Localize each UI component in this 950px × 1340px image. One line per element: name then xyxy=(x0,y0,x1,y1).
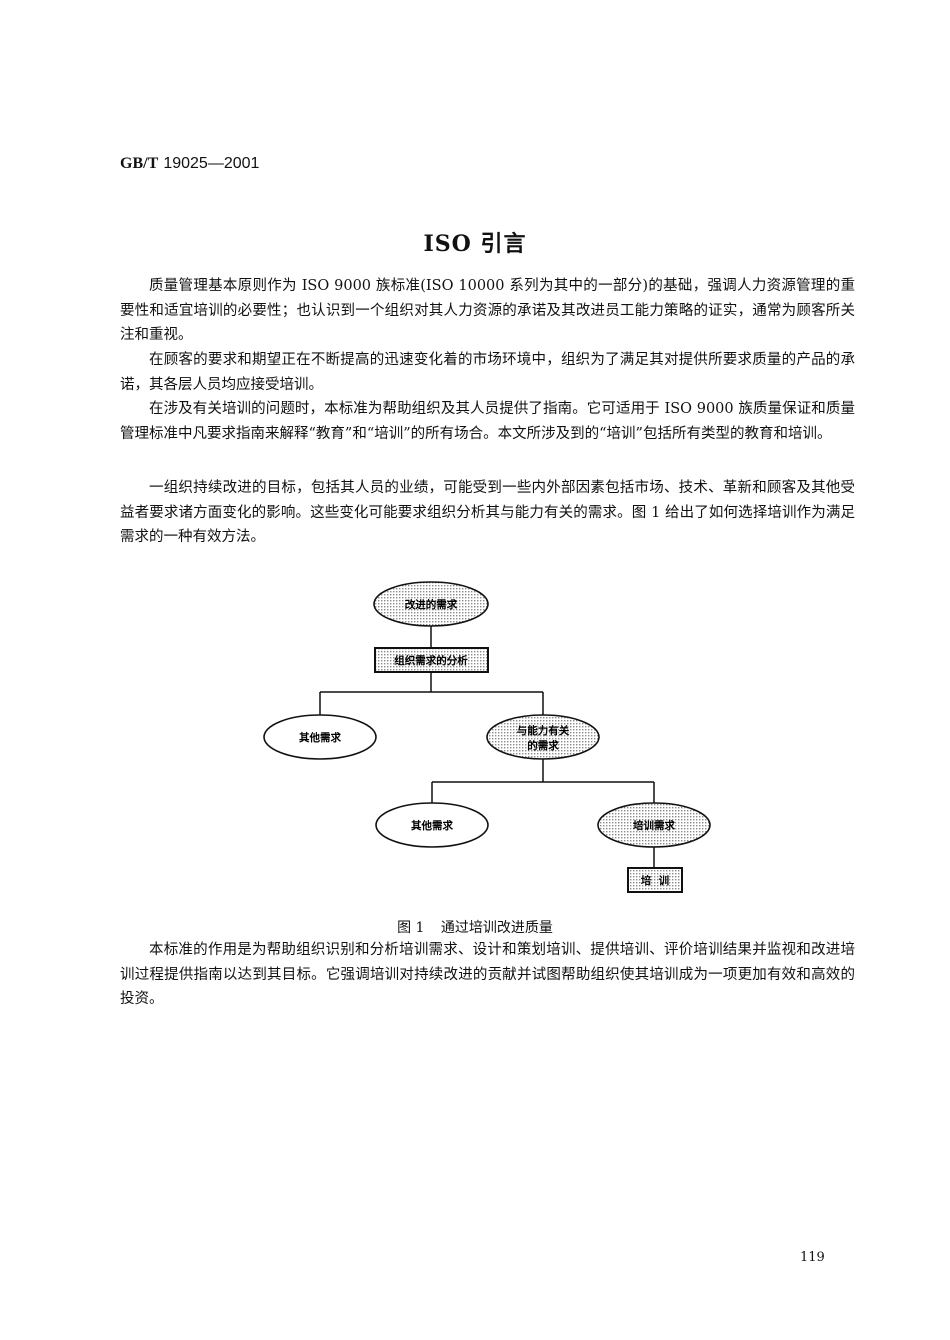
node-competence-needs: 与能力有关 的需求 xyxy=(486,714,600,760)
paragraph-1: 质量管理基本原则作为 ISO 9000 族标准(ISO 10000 系列为其中的… xyxy=(120,278,855,343)
node-other-needs-2: 其他需求 xyxy=(375,802,489,848)
paragraph-5: 本标准的作用是为帮助组织识别和分析培训需求、设计和策划培训、提供培训、评价培训结… xyxy=(120,942,855,1007)
svg-text:其他需求: 其他需求 xyxy=(299,731,341,744)
svg-text:组织需求的分析: 组织需求的分析 xyxy=(394,654,468,667)
standard-prefix: GB/T xyxy=(120,155,159,172)
paragraph-3: 在涉及有关培训的问题时，本标准为帮助组织及其人员提供了指南。它可适用于 ISO … xyxy=(120,401,855,442)
node-training: 培 训 xyxy=(627,867,683,893)
figure-title: 通过培训改进质量 xyxy=(440,920,553,936)
svg-text:改进的需求: 改进的需求 xyxy=(405,598,458,611)
figure-caption: 图 1 通过培训改进质量 xyxy=(0,917,950,937)
page-number: 119 xyxy=(800,1250,825,1265)
svg-text:的需求: 的需求 xyxy=(527,739,559,752)
svg-text:与能力有关: 与能力有关 xyxy=(517,724,570,737)
document-header: GB/T 19025—2001 xyxy=(120,153,259,173)
svg-text:培训需求: 培训需求 xyxy=(633,819,675,832)
node-training-needs: 培训需求 xyxy=(597,802,711,848)
node-improvement-need: 改进的需求 xyxy=(373,581,489,627)
figure-label: 图 1 xyxy=(397,920,425,936)
svg-text:培 训: 培 训 xyxy=(641,874,669,887)
node-org-needs-analysis: 组织需求的分析 xyxy=(374,647,489,673)
page-title: ISO 引言 xyxy=(423,231,527,257)
svg-text:其他需求: 其他需求 xyxy=(411,819,453,832)
connector-lines xyxy=(319,626,655,868)
paragraph-2: 在顾客的要求和期望正在不断提高的迅速变化着的市场环境中，组织为了满足其对提供所要… xyxy=(120,352,855,393)
node-other-needs-1: 其他需求 xyxy=(263,714,377,760)
paragraph-4: 一组织持续改进的目标，包括其人员的业绩，可能受到一些内外部因素包括市场、技术、革… xyxy=(120,480,855,545)
standard-number: 19025—2001 xyxy=(163,155,260,172)
